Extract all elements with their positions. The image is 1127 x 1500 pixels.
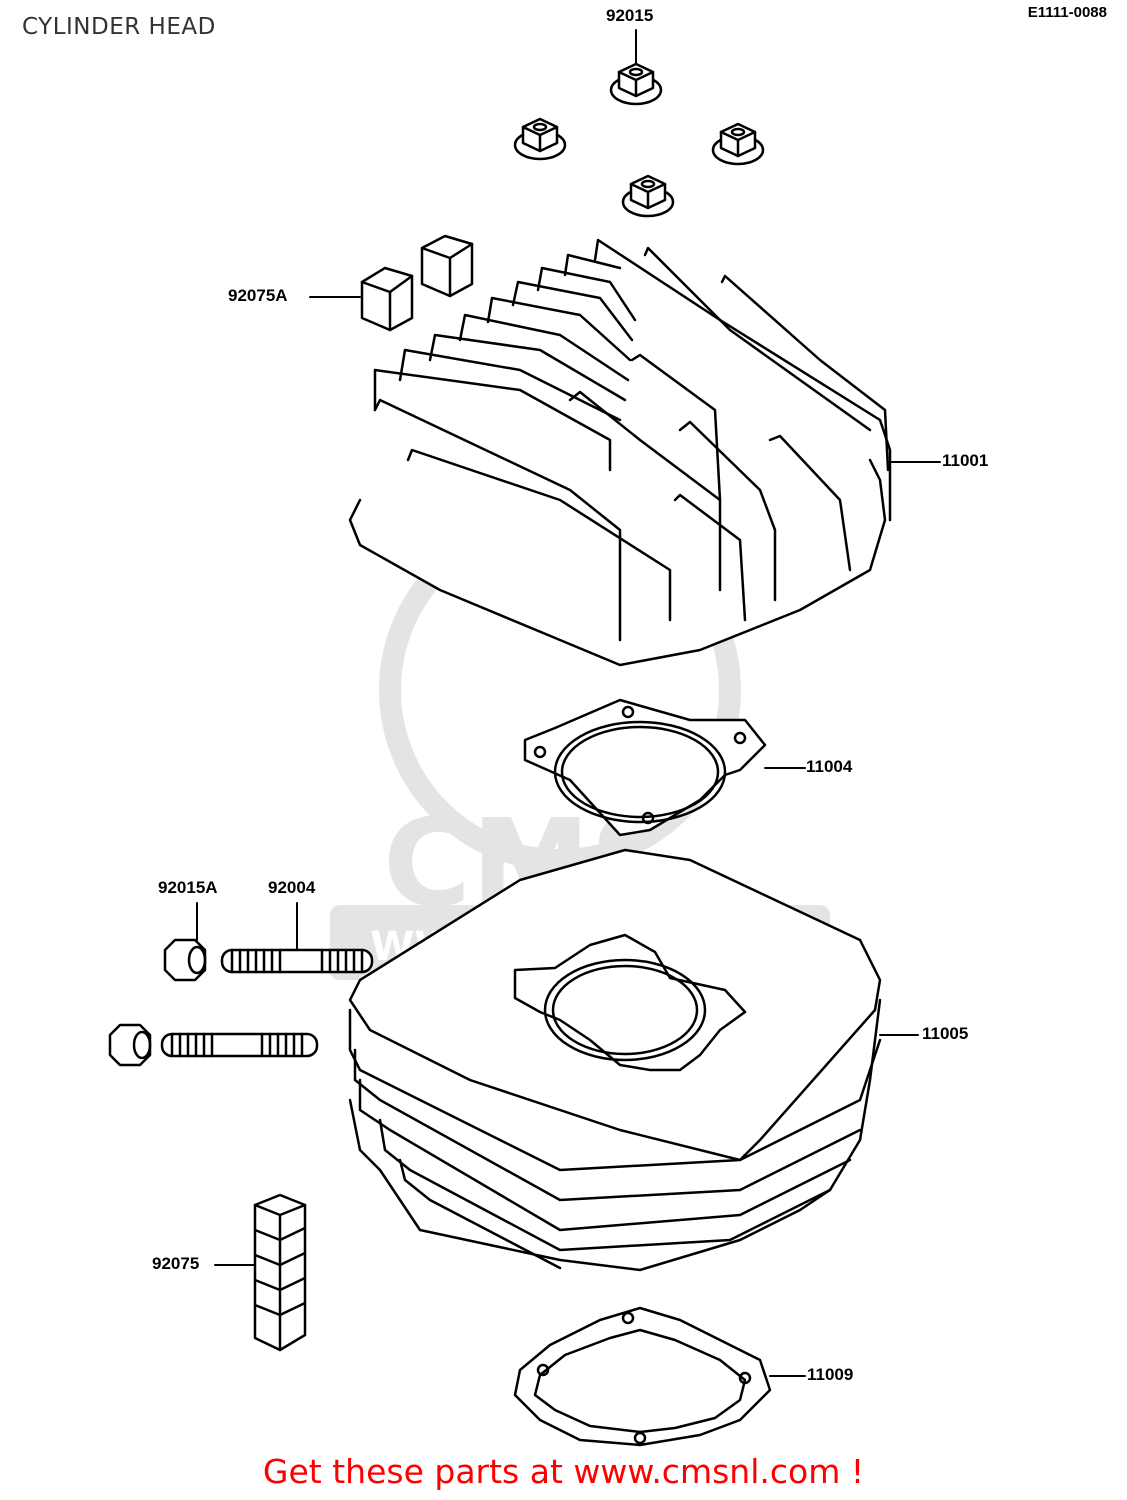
label-92075: 92075 — [152, 1254, 200, 1273]
damper-stack-92075 — [214, 1193, 307, 1352]
nut-92015A — [163, 938, 207, 982]
flange-nut — [711, 122, 765, 166]
label-92015: 92015 — [606, 6, 654, 25]
nut-92015-group — [513, 29, 765, 218]
label-11004: 11004 — [806, 757, 853, 776]
label-92004: 92004 — [268, 878, 316, 897]
damper-blocks-92075A — [309, 234, 474, 332]
studs-and-nuts — [108, 902, 374, 1067]
stud-92004 — [220, 948, 374, 974]
label-11005: 11005 — [922, 1024, 969, 1043]
cylinder-11005 — [348, 848, 919, 1272]
footer-promo-link[interactable]: Get these parts at www.cmsnl.com ! — [262, 1452, 865, 1491]
label-11009: 11009 — [807, 1365, 854, 1384]
label-11001: 11001 — [942, 451, 989, 470]
label-92015A: 92015A — [158, 878, 218, 897]
stud-lower — [160, 1032, 319, 1058]
reference-code: E1111-0088 — [1027, 4, 1107, 21]
nut-lower — [108, 1023, 152, 1067]
cylinder-head-11001 — [348, 238, 941, 667]
label-92075A: 92075A — [228, 286, 288, 305]
page-title: CYLINDER HEAD — [22, 14, 216, 40]
flange-nut — [621, 174, 675, 218]
head-gasket-11004 — [523, 698, 806, 837]
base-gasket-11009 — [513, 1306, 806, 1447]
flange-nut — [609, 62, 663, 106]
flange-nut — [513, 117, 567, 161]
